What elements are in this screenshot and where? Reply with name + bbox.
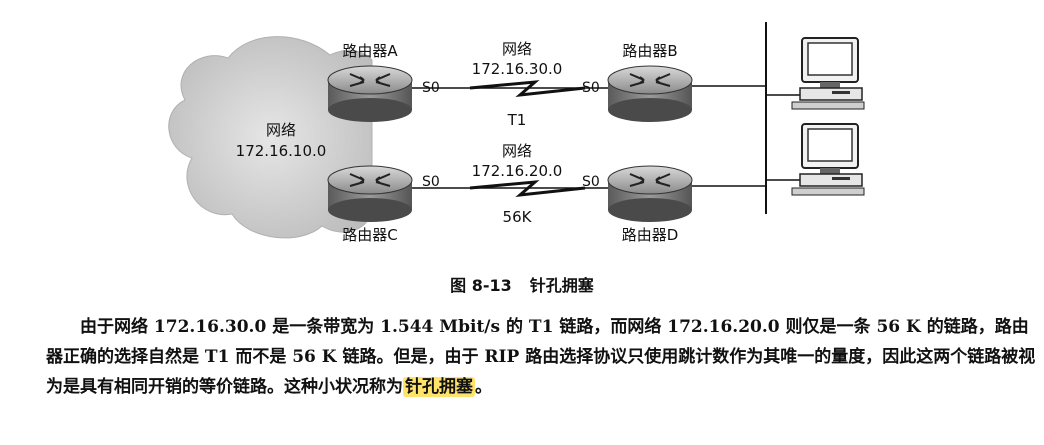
highlighted-term: 针孔拥塞 <box>403 377 475 397</box>
router-c-label: 路由器C <box>342 226 397 244</box>
computer-icon-2 <box>791 123 865 196</box>
router-d-label: 路由器D <box>622 226 679 244</box>
router-b-icon <box>607 65 693 123</box>
bottom-link-speed: 56K <box>503 208 533 226</box>
bottom-link-bolt <box>469 180 586 198</box>
body-paragraph: 由于网络 172.16.30.0 是一条带宽为 1.544 Mbit/s 的 T… <box>46 312 1036 402</box>
router-b-label: 路由器B <box>622 42 677 60</box>
computer-icon-1 <box>791 37 865 110</box>
cloud-label-line2: 172.16.10.0 <box>236 142 327 160</box>
router-a-label: 路由器A <box>342 42 398 60</box>
router-c-icon <box>327 165 413 223</box>
bottom-net-label-line2: 172.16.20.0 <box>472 162 563 180</box>
network-diagram: 网络 172.16.10.0 网络 172.16.30.0 S0 S0 T1 网… <box>168 22 865 244</box>
top-net-label-line1: 网络 <box>502 40 532 58</box>
bottom-left-port: S0 <box>422 174 440 190</box>
bottom-right-port: S0 <box>582 174 600 190</box>
cloud-label-line1: 网络 <box>266 121 296 139</box>
top-link-speed: T1 <box>507 111 527 129</box>
router-a-icon <box>327 65 413 123</box>
paragraph-text: 由于网络 172.16.30.0 是一条带宽为 1.544 Mbit/s 的 T… <box>46 317 1036 397</box>
bottom-net-label-line1: 网络 <box>502 142 532 160</box>
cloud-network-shape <box>168 36 373 239</box>
figure-number: 图 8-13 <box>450 276 512 295</box>
top-right-port: S0 <box>582 80 600 96</box>
top-net-label-line2: 172.16.30.0 <box>472 60 563 78</box>
top-link-bolt <box>469 80 586 98</box>
figure-title: 针孔拥塞 <box>529 276 594 295</box>
router-d-icon <box>607 165 693 223</box>
figure-caption: 图 8-13 针孔拥塞 <box>0 272 1044 296</box>
paragraph-end: 。 <box>475 377 492 397</box>
top-left-port: S0 <box>422 80 440 96</box>
